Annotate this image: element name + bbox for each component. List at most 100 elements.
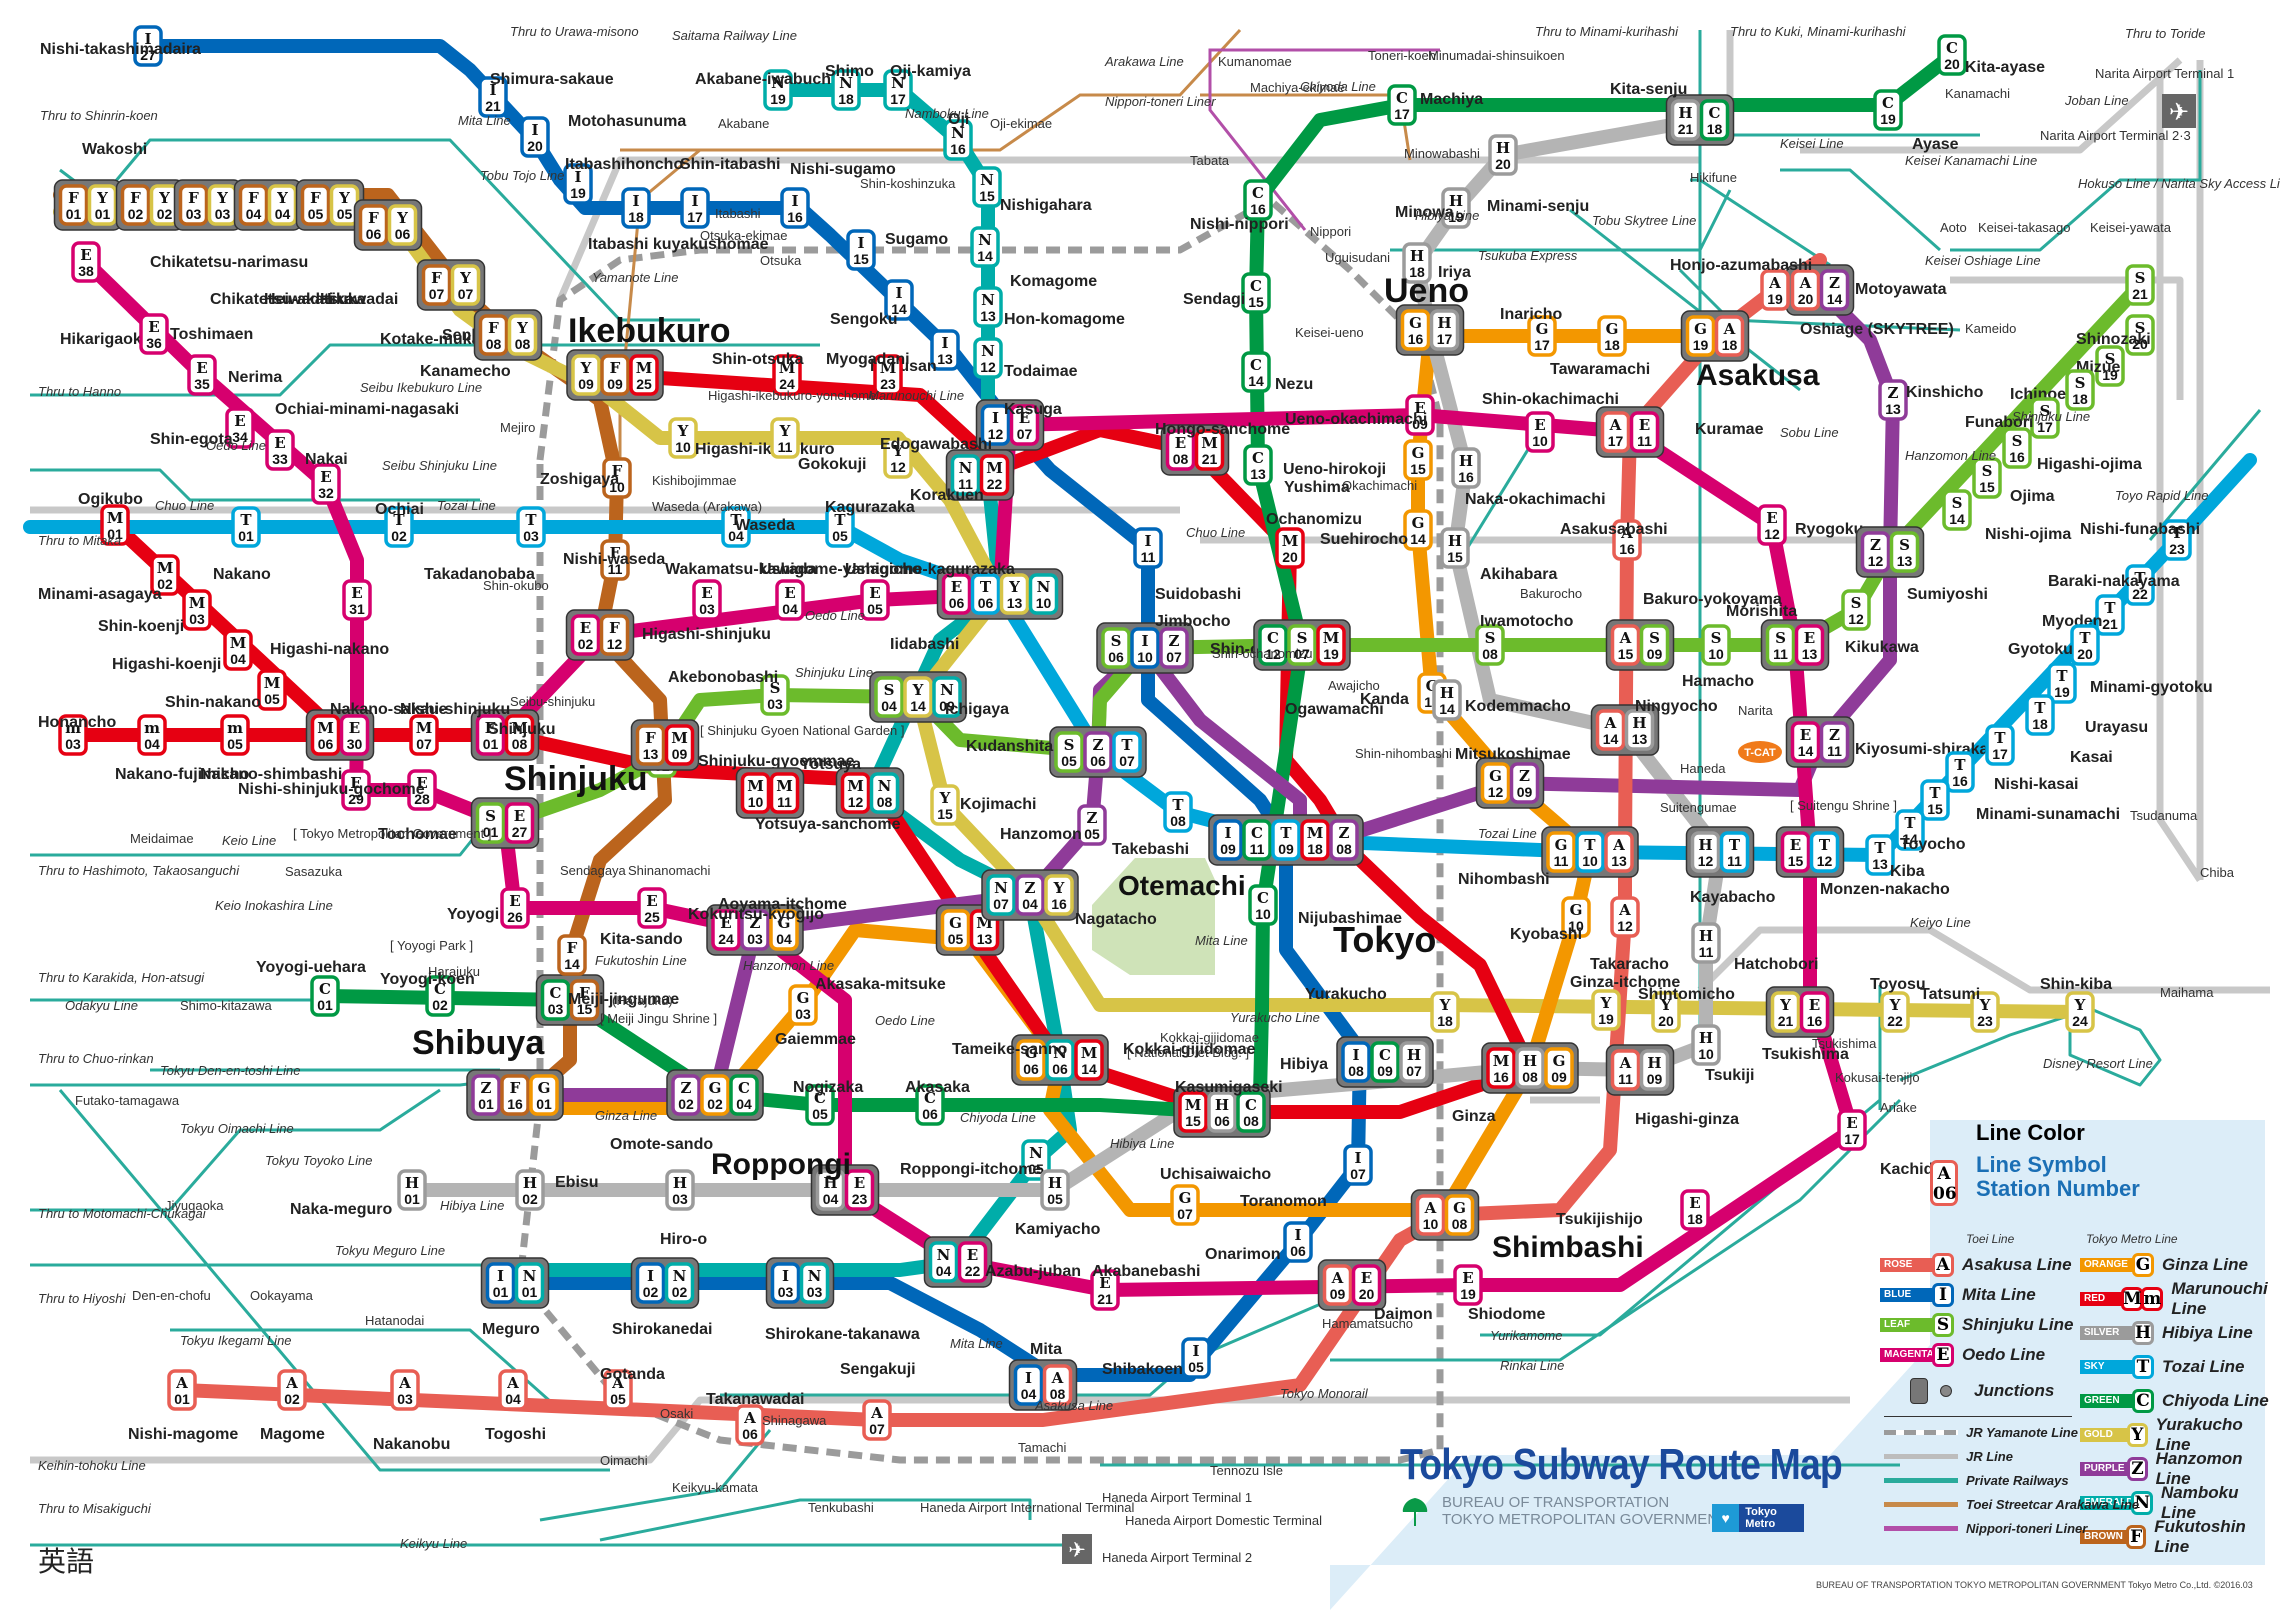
station-kokkai-gijidomae[interactable]: Kokkai-gijidomae: [1123, 1041, 1256, 1058]
